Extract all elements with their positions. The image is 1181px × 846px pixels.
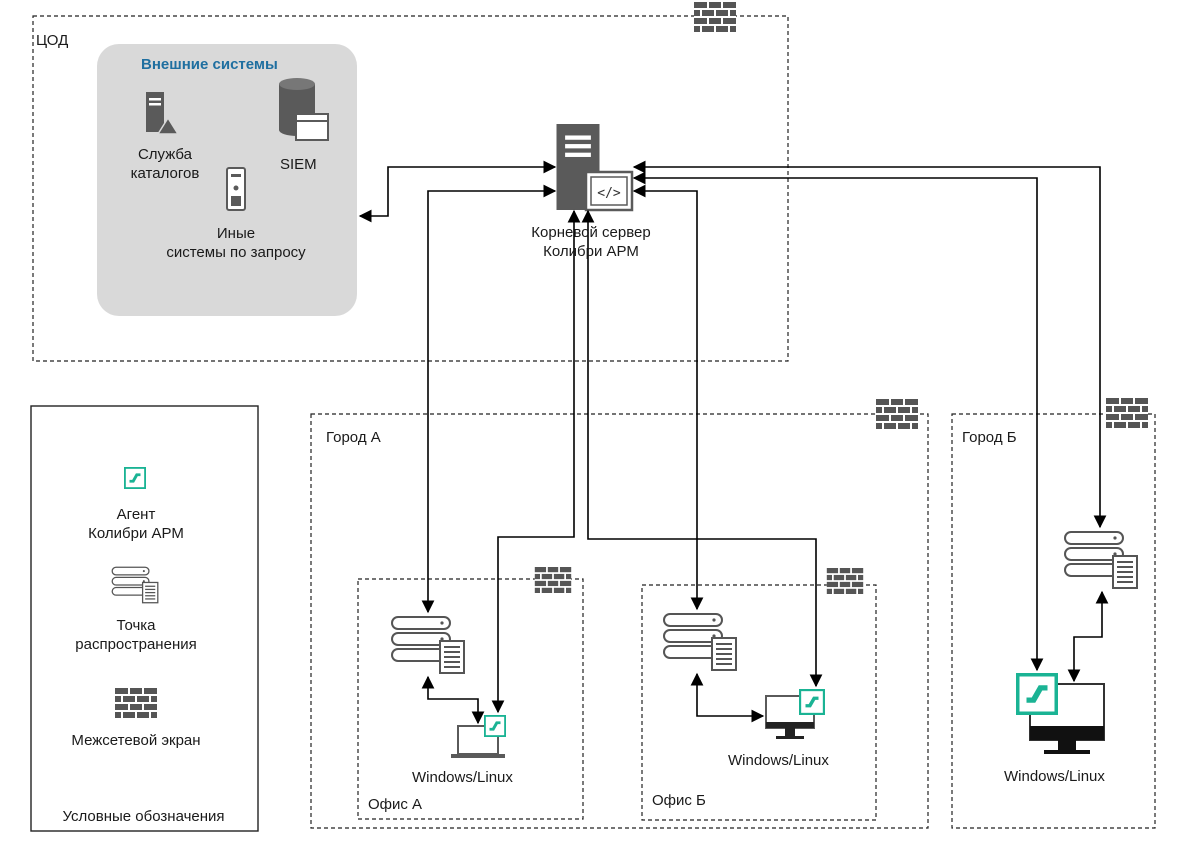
external-systems-title: Внешние системы (141, 56, 278, 73)
agent-icon (799, 689, 825, 715)
link-root-city-b-agent (632, 171, 1044, 672)
legend-box (30, 405, 259, 832)
distribution-point-icon (391, 616, 465, 674)
firewall-icon (1106, 398, 1148, 428)
root-server-label: Корневой сервер Колибри АРМ (531, 224, 651, 260)
endpoint-label-office-a: Windows/Linux (412, 769, 513, 786)
root-server-icon: </> (556, 124, 634, 212)
link-external (358, 160, 557, 223)
siem-label: SIEM (280, 156, 317, 173)
endpoint-label-office-b: Windows/Linux (728, 752, 829, 769)
firewall-icon (826, 568, 864, 594)
link-root-office-a-dp (421, 184, 557, 614)
firewall-icon (876, 399, 918, 429)
legend-distribution-point-label: Точка распространения (75, 617, 197, 653)
link-office-b-local (690, 672, 765, 723)
zone-label-office-a: Офис А (368, 796, 423, 813)
legend-firewall-label: Межсетевой экран (71, 732, 201, 749)
distribution-point-icon (663, 613, 737, 671)
zone-label-dc: ЦОД (36, 32, 69, 49)
other-systems-label: Иные системы по запросу (166, 225, 306, 261)
zone-label-city-a: Город А (326, 429, 381, 446)
directory-service-icon (146, 92, 180, 135)
legend-title: Условные обозначения (62, 808, 225, 825)
other-systems-icon (226, 167, 246, 211)
connections (358, 160, 1109, 725)
firewall-icon (115, 688, 157, 718)
zone-city-b (951, 413, 1156, 829)
svg-text:</>: </> (597, 186, 621, 201)
link-root-city-b-dp (632, 160, 1107, 529)
link-office-a-local (421, 675, 485, 725)
agent-icon (484, 715, 506, 737)
zone-label-office-b: Офис Б (652, 792, 706, 809)
link-root-office-a-agent (491, 209, 581, 714)
distribution-point-icon (111, 566, 159, 604)
agent-icon (124, 467, 146, 489)
endpoint-label-city-b: Windows/Linux (1004, 768, 1105, 785)
legend-agent-label: Агент Колибри АРМ (88, 506, 184, 542)
zone-office-b (641, 584, 877, 821)
directory-service-label: Служба каталогов (130, 146, 200, 182)
agent-icon (1016, 673, 1058, 715)
zone-label-city-b: Город Б (962, 429, 1017, 446)
link-city-b-local (1067, 590, 1109, 683)
siem-icon (279, 78, 329, 141)
firewall-icon (534, 567, 572, 593)
firewall-icon (694, 2, 736, 32)
distribution-point-icon (1064, 531, 1138, 589)
